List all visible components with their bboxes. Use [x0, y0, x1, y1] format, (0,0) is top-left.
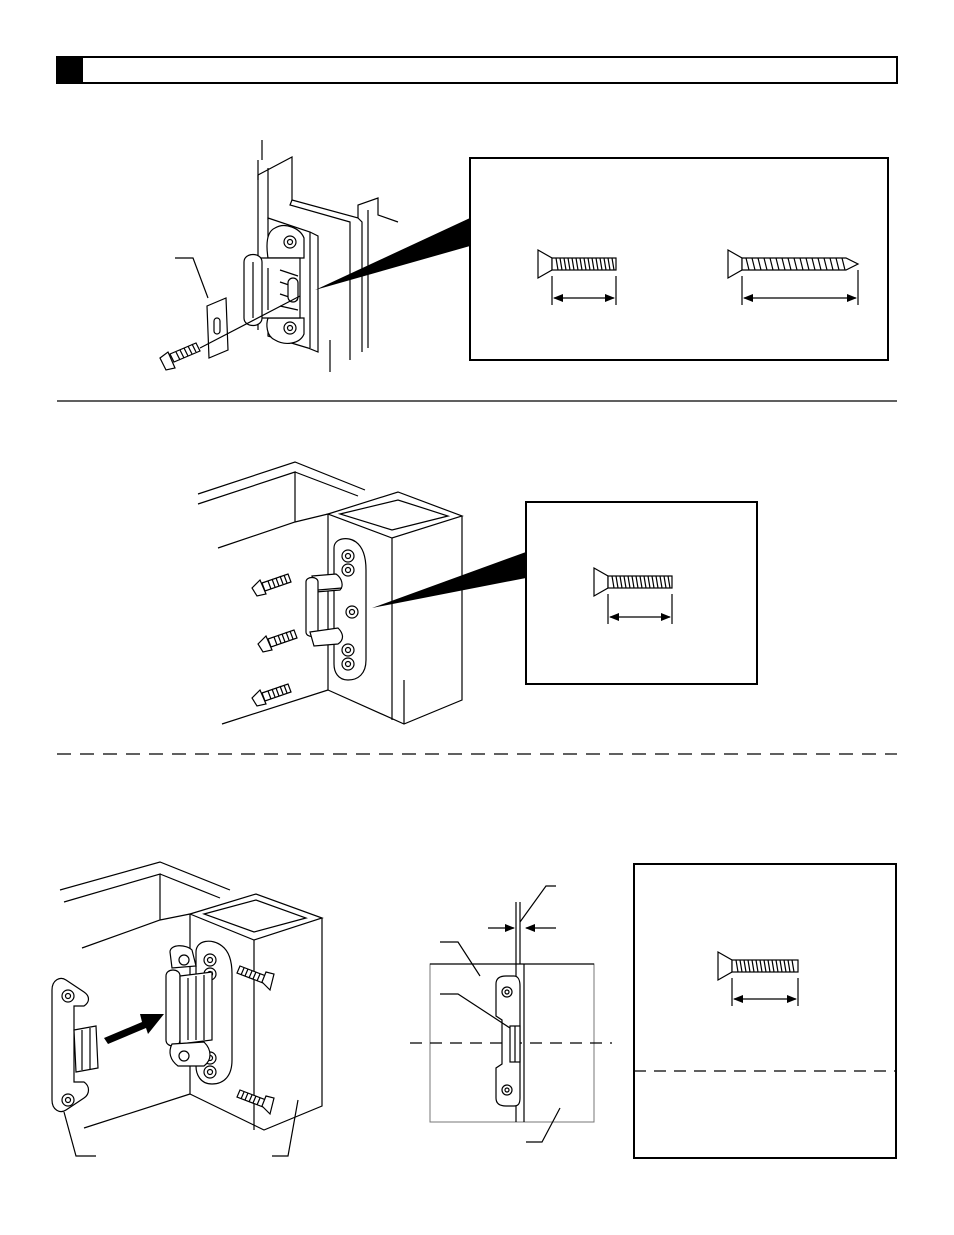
wood-screw-callout-1: [728, 250, 858, 305]
header-bar: [57, 57, 897, 83]
screw-2a: [252, 574, 291, 596]
callout-box-1: [470, 158, 888, 360]
section-1-illustration: [160, 140, 470, 372]
section-2-illustration: [198, 462, 526, 724]
callout-box-3: [634, 864, 896, 1158]
machine-screw-callout-3: [718, 952, 798, 1006]
step-badge: [57, 57, 83, 83]
section-3-detail-view: [410, 886, 612, 1142]
screw-small-1: [160, 343, 200, 370]
screw-3a: [237, 966, 274, 990]
section-3-illustration: [52, 862, 322, 1156]
screw-2b: [258, 630, 297, 652]
machine-screw-callout-1: [538, 250, 616, 305]
screw-2c: [252, 684, 291, 706]
machine-screw-callout-2: [594, 568, 672, 624]
screw-3b: [237, 1090, 274, 1114]
callout-box-2: [526, 502, 757, 684]
